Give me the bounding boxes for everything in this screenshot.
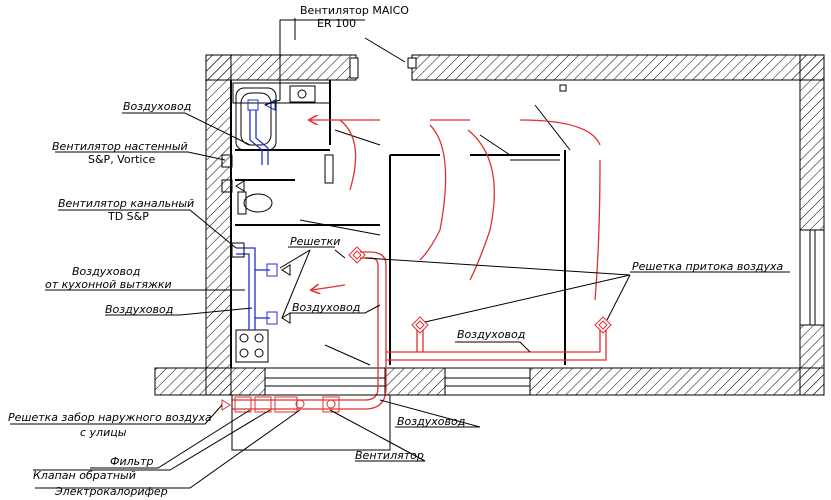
label-fan: Вентилятор [355,449,424,462]
sink [289,85,316,103]
label-duct-bottom: Воздуховод [397,415,465,428]
label-kitchen-duct-sub: от кухонной вытяжки [45,278,172,291]
label-channel-fan: Вентилятор канальный [58,197,194,210]
label-duct-top: Воздуховод [123,100,191,113]
supply-duct-main [232,251,607,410]
exhaust-duct-kitchen [231,242,291,330]
label-fan-maico-model: ER 100 [317,17,356,30]
toilet [237,191,273,215]
label-fan-maico: Вентилятор MAICO [300,4,409,17]
leader-lines [10,19,790,489]
label-filter: Фильтр [110,455,154,468]
label-grilles: Решетки [290,235,340,248]
label-channel-fan-model: TD S&P [107,210,149,223]
exhaust-duct-bath [247,99,276,165]
intake-equipment [221,394,391,451]
label-wall-fan: Вентилятор настенный [52,140,188,153]
label-supply-grille: Решетка притока воздуха [632,260,784,273]
label-outdoor-intake-sub: с улицы [80,426,127,439]
building-walls [154,54,825,396]
wall-fan-icon [221,154,245,193]
supply-grille-icons [348,246,612,334]
label-check-valve: Клапан обратный [33,469,136,482]
airflow-arrows [310,120,601,301]
label-duct-right: Воздуховод [457,328,525,341]
labels: Вентилятор MAICO ER 100 Воздуховод Венти… [8,4,784,498]
label-kitchen-duct: Воздуховод [72,265,140,278]
label-duct-center: Воздуховод [292,301,360,314]
label-heater: Электрокалорифер [54,485,168,498]
label-wall-fan-brands: S&P, Vortice [88,153,156,166]
stove [235,329,269,363]
label-outdoor-intake: Решетка забор наружного воздуха [8,411,212,424]
label-duct-left: Воздуховод [105,303,173,316]
